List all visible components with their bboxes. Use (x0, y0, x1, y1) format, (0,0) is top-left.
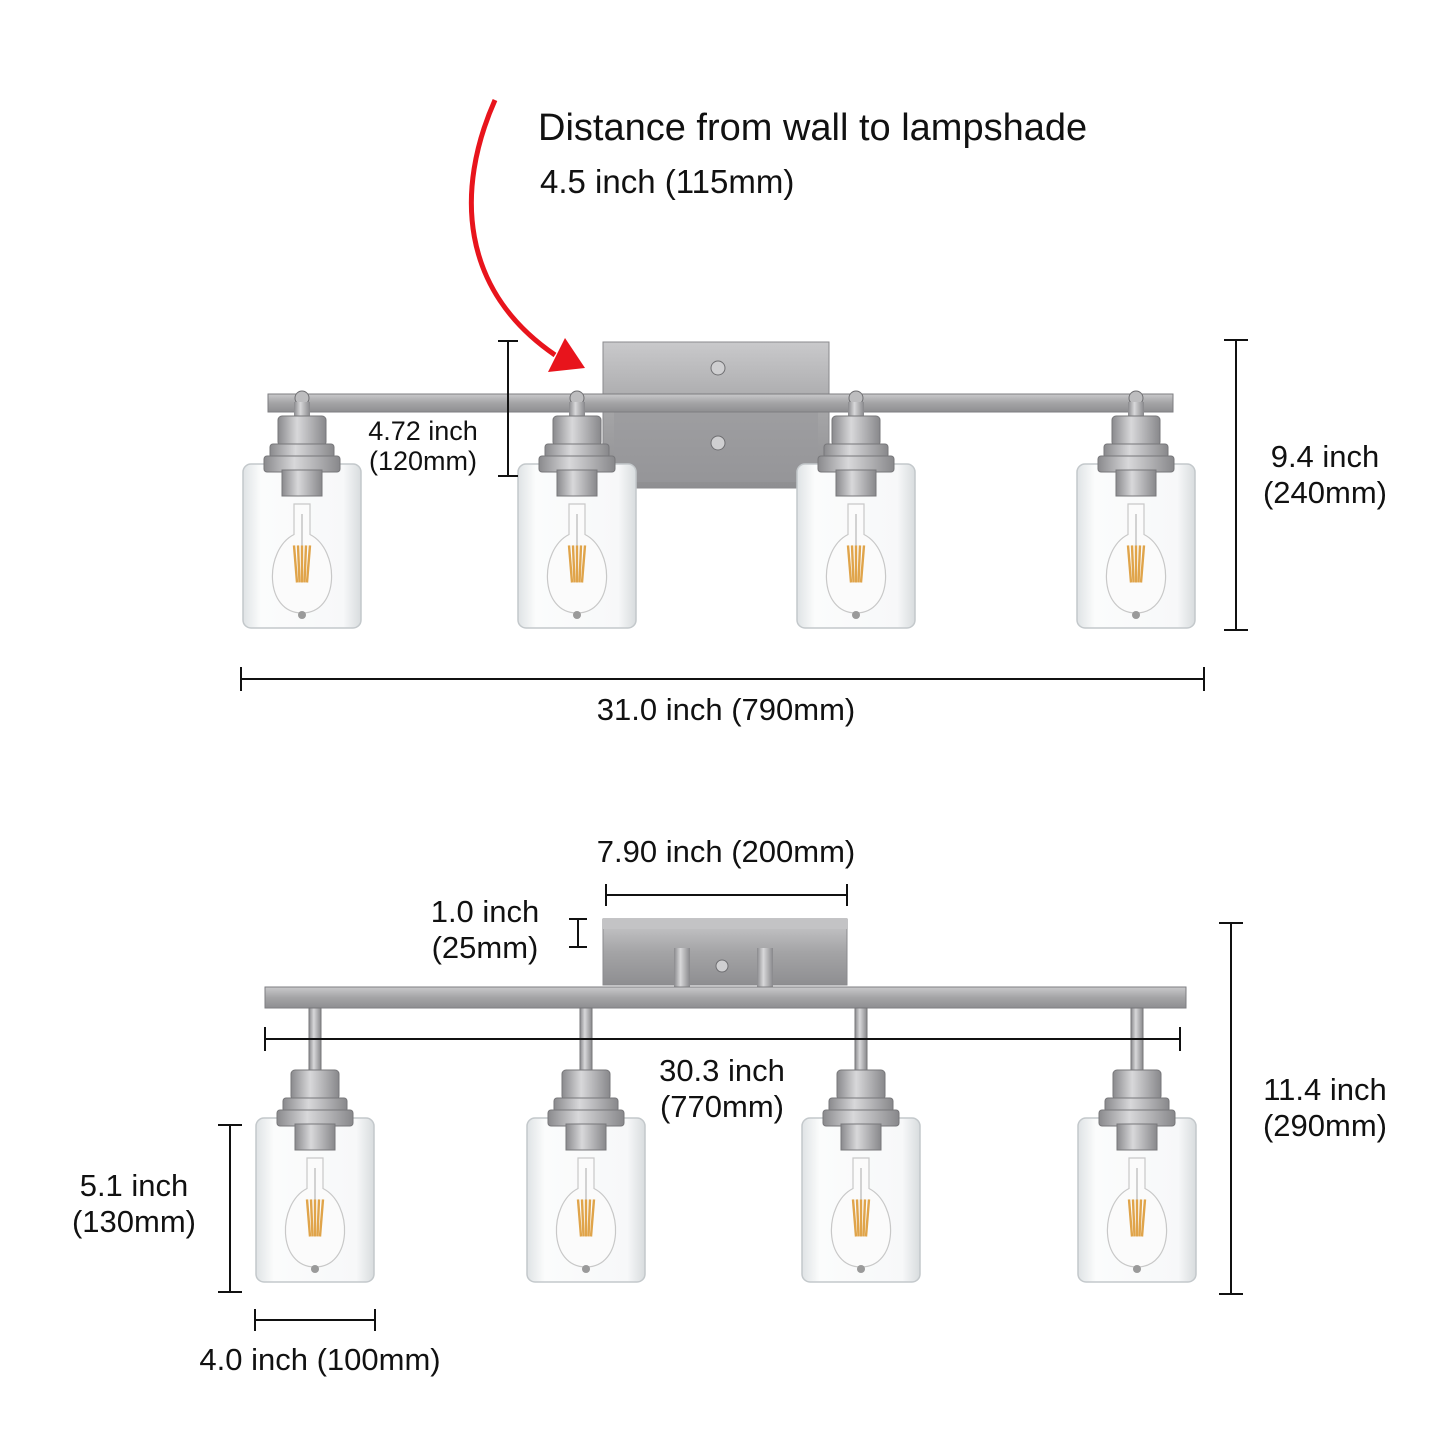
bottom-lamp-3 (801, 1007, 921, 1283)
top-shades (242, 390, 1196, 629)
plate-depth-mm-label: (25mm) (432, 930, 539, 965)
callout-arrow (468, 98, 557, 358)
bar-offset-mm-label: (120mm) (369, 446, 477, 476)
top-lamp-1 (242, 390, 362, 629)
top-lamp-3 (796, 390, 916, 629)
shade-height-mm-label: (130mm) (72, 1204, 196, 1239)
bottom-height-mm-label: (290mm) (1263, 1108, 1387, 1143)
bottom-shades (255, 1007, 1197, 1283)
backplate-screw-icon (710, 435, 726, 451)
bottom-lamp-4 (1077, 1007, 1197, 1283)
bottom-height-inch-label: 11.4 inch (1263, 1072, 1387, 1107)
callout-value: 4.5 inch (115mm) (540, 163, 794, 200)
bottom-arm-bar (264, 986, 1187, 1009)
top-fixture: 4.72 inch (120mm) 9.4 inch (240mm) 31.0 … (240, 98, 1387, 727)
bar-length-mm-label: (770mm) (660, 1089, 784, 1124)
canopy-screw-icon (715, 959, 729, 973)
top-lamp-2 (517, 390, 637, 629)
shade-width-label: 4.0 inch (100mm) (199, 1342, 440, 1377)
callout-arrowhead (548, 338, 585, 372)
plate-depth-inch-label: 1.0 inch (431, 894, 540, 929)
bottom-lamp-1 (255, 1007, 375, 1283)
bar-length-inch-label: 30.3 inch (659, 1053, 785, 1088)
plate-width-label: 7.90 inch (200mm) (597, 834, 855, 869)
bottom-lamp-2 (526, 1007, 646, 1283)
bar-offset-inch-label: 4.72 inch (368, 416, 478, 446)
bottom-canopy (602, 918, 848, 986)
callout-title: Distance from wall to lampshade (538, 107, 1087, 149)
top-width-label: 31.0 inch (790mm) (597, 692, 855, 727)
backplate-screw-icon (710, 360, 726, 376)
bottom-fixture: 7.90 inch (200mm) 1.0 inch (25mm) 30.3 i… (72, 834, 1387, 1377)
top-height-inch-label: 9.4 inch (1271, 439, 1380, 474)
top-lamp-4 (1076, 390, 1196, 629)
top-height-mm-label: (240mm) (1263, 475, 1387, 510)
shade-height-inch-label: 5.1 inch (80, 1168, 189, 1203)
top-arm-bar (267, 393, 1174, 413)
